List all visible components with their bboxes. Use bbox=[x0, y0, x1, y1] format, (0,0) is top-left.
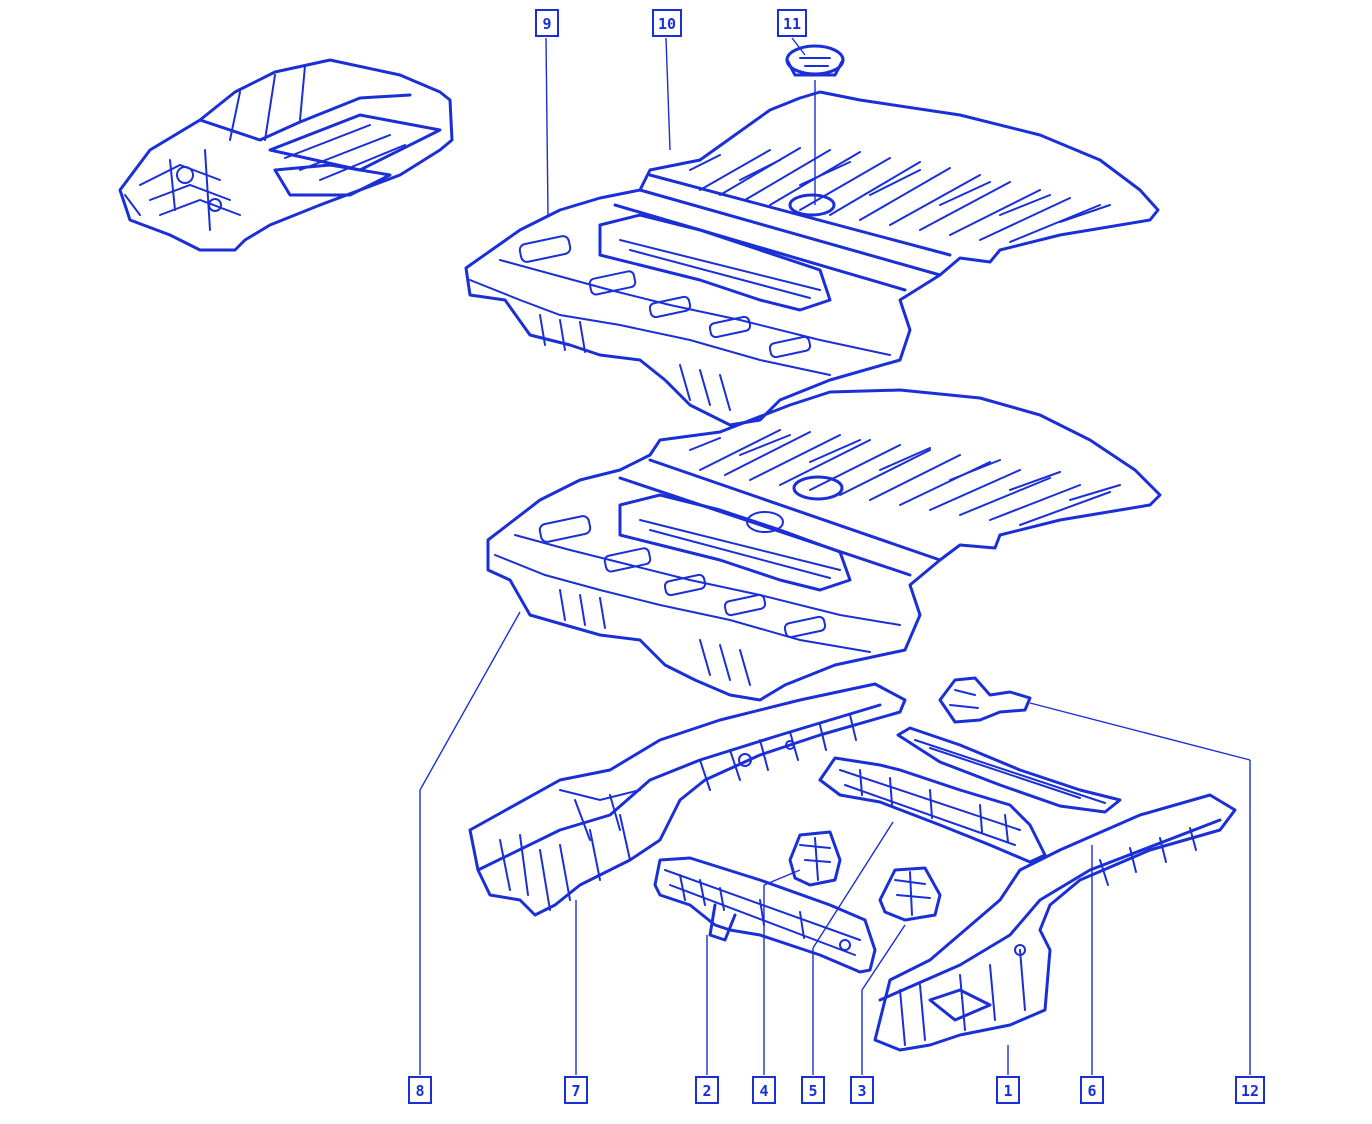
mounting-bracket-right bbox=[878, 866, 942, 922]
svg-text:10: 10 bbox=[658, 15, 676, 33]
callout-7: 7 bbox=[564, 1076, 588, 1104]
callout-5: 5 bbox=[801, 1076, 825, 1104]
callout-4: 4 bbox=[752, 1076, 776, 1104]
svg-text:7: 7 bbox=[571, 1082, 580, 1100]
floor-side-member bbox=[896, 726, 1122, 814]
callout-6: 6 bbox=[1080, 1076, 1104, 1104]
right-rail-member bbox=[873, 793, 1237, 1052]
callout-11: 11 bbox=[777, 9, 807, 37]
svg-text:5: 5 bbox=[808, 1082, 817, 1100]
callout-8: 8 bbox=[408, 1076, 432, 1104]
small-bracket bbox=[938, 676, 1032, 724]
callout-1: 1 bbox=[996, 1076, 1020, 1104]
svg-text:3: 3 bbox=[857, 1082, 866, 1100]
svg-text:8: 8 bbox=[415, 1082, 424, 1100]
middle-floor-assembly bbox=[486, 388, 1162, 702]
car-body-thumbnail bbox=[118, 58, 454, 252]
svg-text:6: 6 bbox=[1087, 1082, 1096, 1100]
svg-text:12: 12 bbox=[1241, 1082, 1259, 1100]
svg-text:4: 4 bbox=[759, 1082, 768, 1100]
upper-floor-assembly bbox=[464, 90, 1160, 427]
callout-12: 12 bbox=[1235, 1076, 1265, 1104]
callout-10: 10 bbox=[652, 9, 682, 37]
svg-text:1: 1 bbox=[1003, 1082, 1012, 1100]
left-rail-member bbox=[468, 682, 907, 917]
svg-text:9: 9 bbox=[542, 15, 551, 33]
svg-text:2: 2 bbox=[702, 1082, 711, 1100]
leader-lines bbox=[419, 37, 1251, 1075]
callout-9: 9 bbox=[535, 9, 559, 37]
floor-plug bbox=[785, 44, 845, 205]
callout-3: 3 bbox=[850, 1076, 874, 1104]
callout-2: 2 bbox=[695, 1076, 719, 1104]
rear-crossmember bbox=[653, 856, 877, 974]
mounting-bracket-left bbox=[788, 830, 842, 887]
svg-text:11: 11 bbox=[783, 15, 801, 33]
center-reinforcement bbox=[818, 756, 1047, 864]
